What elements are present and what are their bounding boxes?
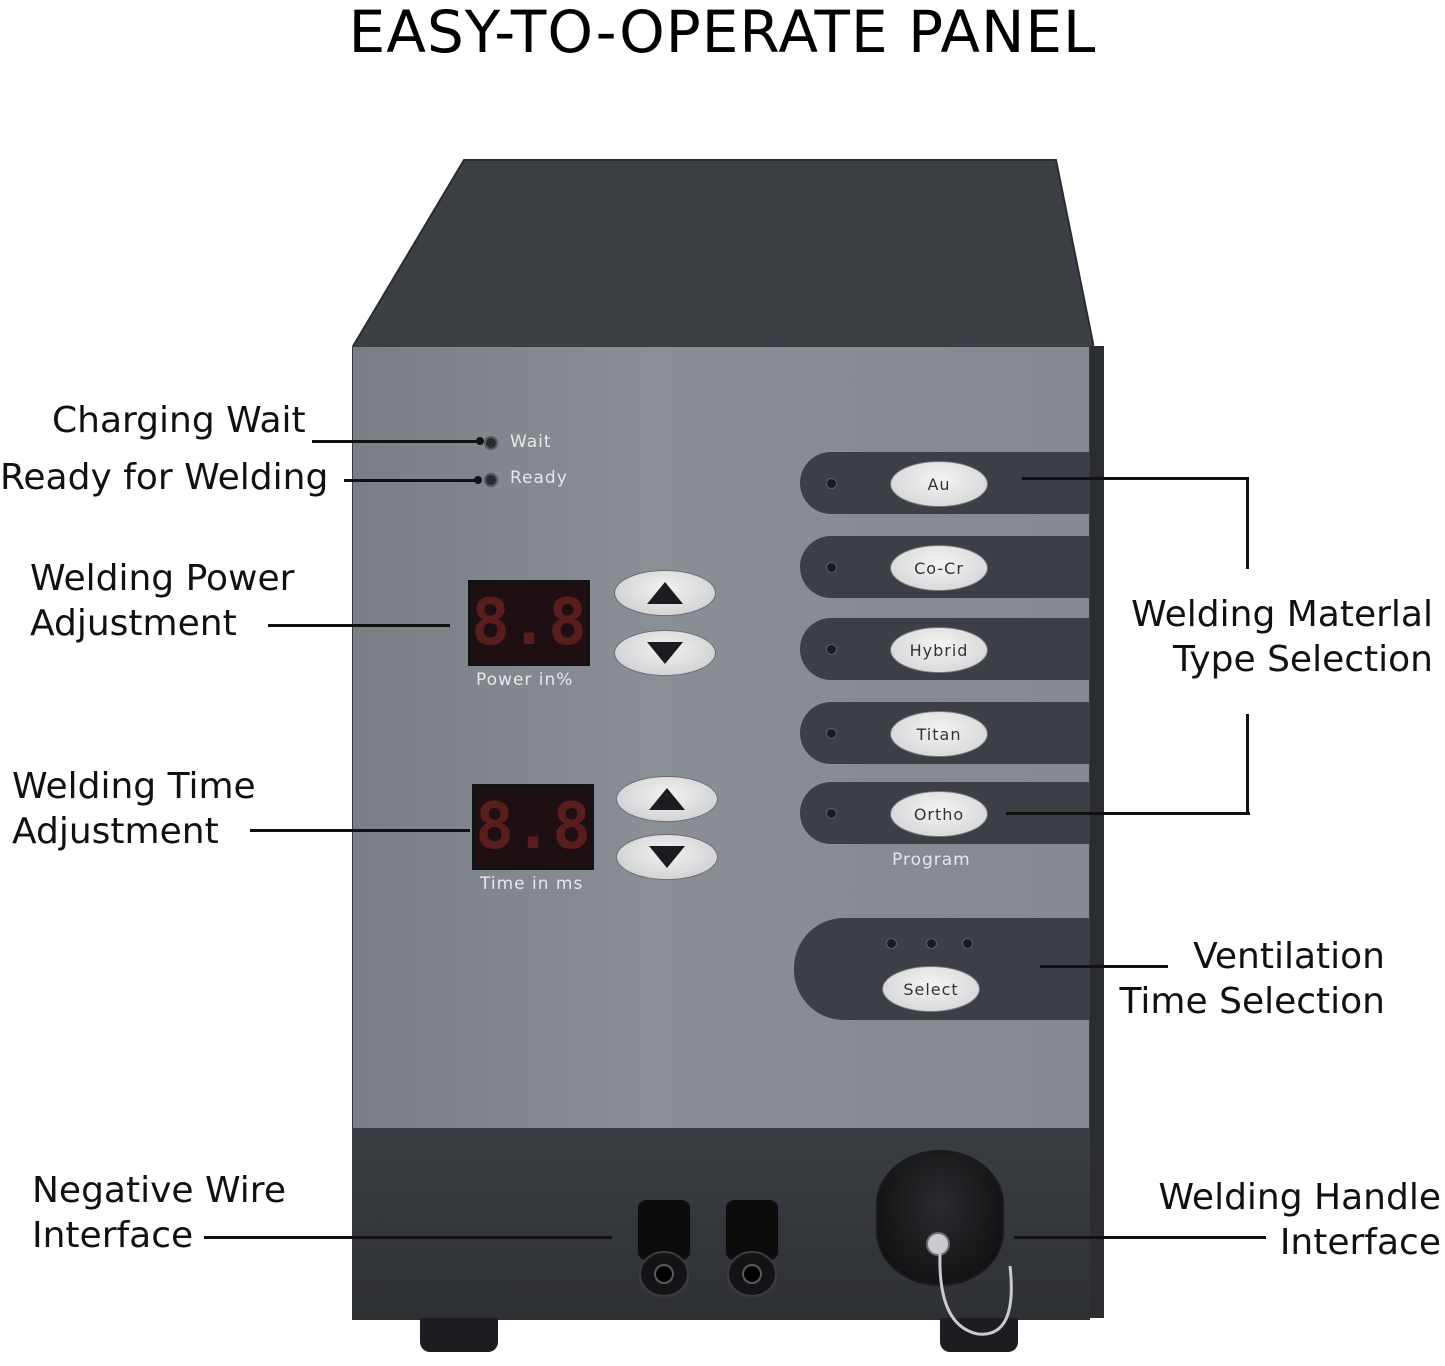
material-led (826, 808, 837, 819)
callout-ready-for-welding: Ready for Welding (0, 457, 329, 498)
select-button[interactable]: Select (882, 966, 980, 1012)
leader-line (1040, 965, 1168, 968)
callout-ventilation-line2: Time Selection (1119, 981, 1385, 1022)
material-led (826, 644, 837, 655)
leader-line (1006, 812, 1250, 815)
callout-handle-line2: Interface (1279, 1222, 1441, 1263)
time-down-button[interactable] (616, 834, 718, 880)
callout-power-line1: Welding Power (30, 558, 295, 599)
program-label: Program (892, 850, 971, 870)
leader-line (1246, 477, 1249, 569)
material-led (826, 728, 837, 739)
leader-line (268, 624, 450, 627)
callout-negative-line2: Interface (32, 1215, 194, 1256)
material-strip-au: Au (800, 452, 1090, 514)
device-top (352, 159, 1094, 349)
triangle-down-icon (647, 642, 683, 664)
triangle-up-icon (649, 788, 685, 810)
material-strip-titan: Titan (800, 702, 1090, 764)
callout-charging-wait: Charging Wait (52, 400, 306, 441)
leader-line (1246, 714, 1249, 814)
callout-time-line2: Adjustment (12, 811, 219, 852)
wait-led (484, 436, 498, 450)
callout-handle-line1: Welding Handle (1158, 1177, 1441, 1218)
negative-jack[interactable] (634, 1200, 694, 1308)
leader-line (1022, 477, 1248, 480)
ready-led (484, 473, 498, 487)
callout-material-line1: Welding Materlal (1131, 594, 1433, 635)
material-led (826, 478, 837, 489)
ready-label: Ready (510, 468, 568, 488)
device-side (1090, 346, 1104, 1318)
ventilation-led (962, 938, 973, 949)
leader-line (344, 479, 476, 482)
power-display: 8.8 (468, 580, 590, 666)
wait-label: Wait (510, 432, 552, 452)
material-strip-hybrid: Hybrid (800, 618, 1090, 680)
page-title: EASY-TO-OPERATE PANEL (348, 0, 1097, 66)
power-up-button[interactable] (614, 570, 716, 616)
material-button-ortho[interactable]: Ortho (890, 791, 988, 837)
power-down-button[interactable] (614, 630, 716, 676)
leader-line (1014, 1236, 1266, 1239)
connector-cap-chain (926, 1232, 1013, 1336)
power-label: Power in% (476, 670, 574, 690)
leader-line (312, 440, 478, 443)
material-led (826, 562, 837, 573)
leader-dot (474, 476, 482, 484)
callout-material-line2: Type Selection (1172, 639, 1433, 680)
material-button-titan[interactable]: Titan (890, 711, 988, 757)
device-foot (420, 1318, 498, 1352)
leader-line (204, 1236, 612, 1239)
callout-ventilation-line1: Ventilation (1193, 936, 1385, 977)
ventilation-led (886, 938, 897, 949)
negative-jack[interactable] (722, 1200, 782, 1308)
triangle-down-icon (649, 846, 685, 868)
callout-time-line1: Welding Time (12, 766, 256, 807)
material-button-co-cr[interactable]: Co-Cr (890, 545, 988, 591)
ventilation-led (926, 938, 937, 949)
time-label: Time in ms (480, 874, 584, 894)
time-display: 8.8 (472, 784, 594, 870)
leader-dot (476, 437, 484, 445)
material-button-au[interactable]: Au (890, 461, 988, 507)
triangle-up-icon (647, 582, 683, 604)
time-up-button[interactable] (616, 776, 718, 822)
callout-power-line2: Adjustment (30, 603, 237, 644)
callout-negative-line1: Negative Wire (32, 1170, 286, 1211)
leader-line (250, 829, 470, 832)
material-strip-co-cr: Co-Cr (800, 536, 1090, 598)
ventilation-strip: Select (794, 918, 1090, 1020)
material-button-hybrid[interactable]: Hybrid (890, 627, 988, 673)
